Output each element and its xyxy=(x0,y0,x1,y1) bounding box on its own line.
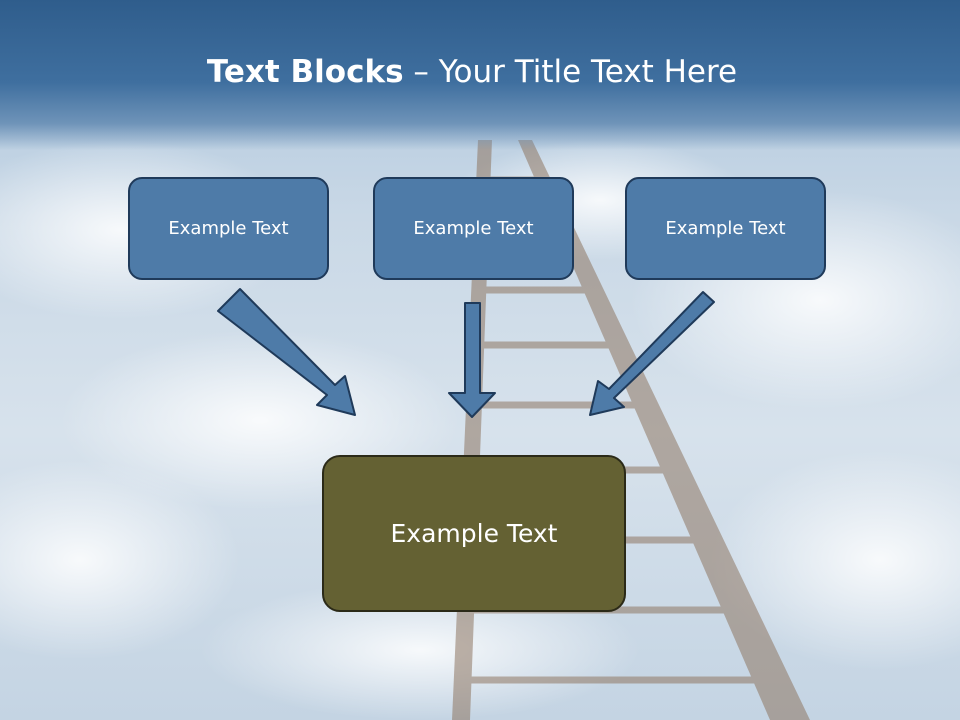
slide-title-bold: Text Blocks xyxy=(206,54,404,90)
text-block-right[interactable]: Example Text xyxy=(625,177,826,280)
slide-title: Text Blocks – Your Title Text Here xyxy=(0,54,944,90)
text-block-left[interactable]: Example Text xyxy=(128,177,329,280)
slide-title-rest: – Your Title Text Here xyxy=(403,54,738,90)
text-block-left-label: Example Text xyxy=(168,218,289,239)
text-block-bottom[interactable]: Example Text xyxy=(322,455,626,612)
text-block-bottom-label: Example Text xyxy=(390,519,558,548)
arrow-left[interactable] xyxy=(217,288,356,416)
title-band xyxy=(0,0,960,150)
text-block-center-label: Example Text xyxy=(413,218,534,239)
text-block-right-label: Example Text xyxy=(665,218,786,239)
text-block-center[interactable]: Example Text xyxy=(373,177,574,280)
arrow-center[interactable] xyxy=(448,302,496,418)
arrow-right[interactable] xyxy=(589,291,715,416)
